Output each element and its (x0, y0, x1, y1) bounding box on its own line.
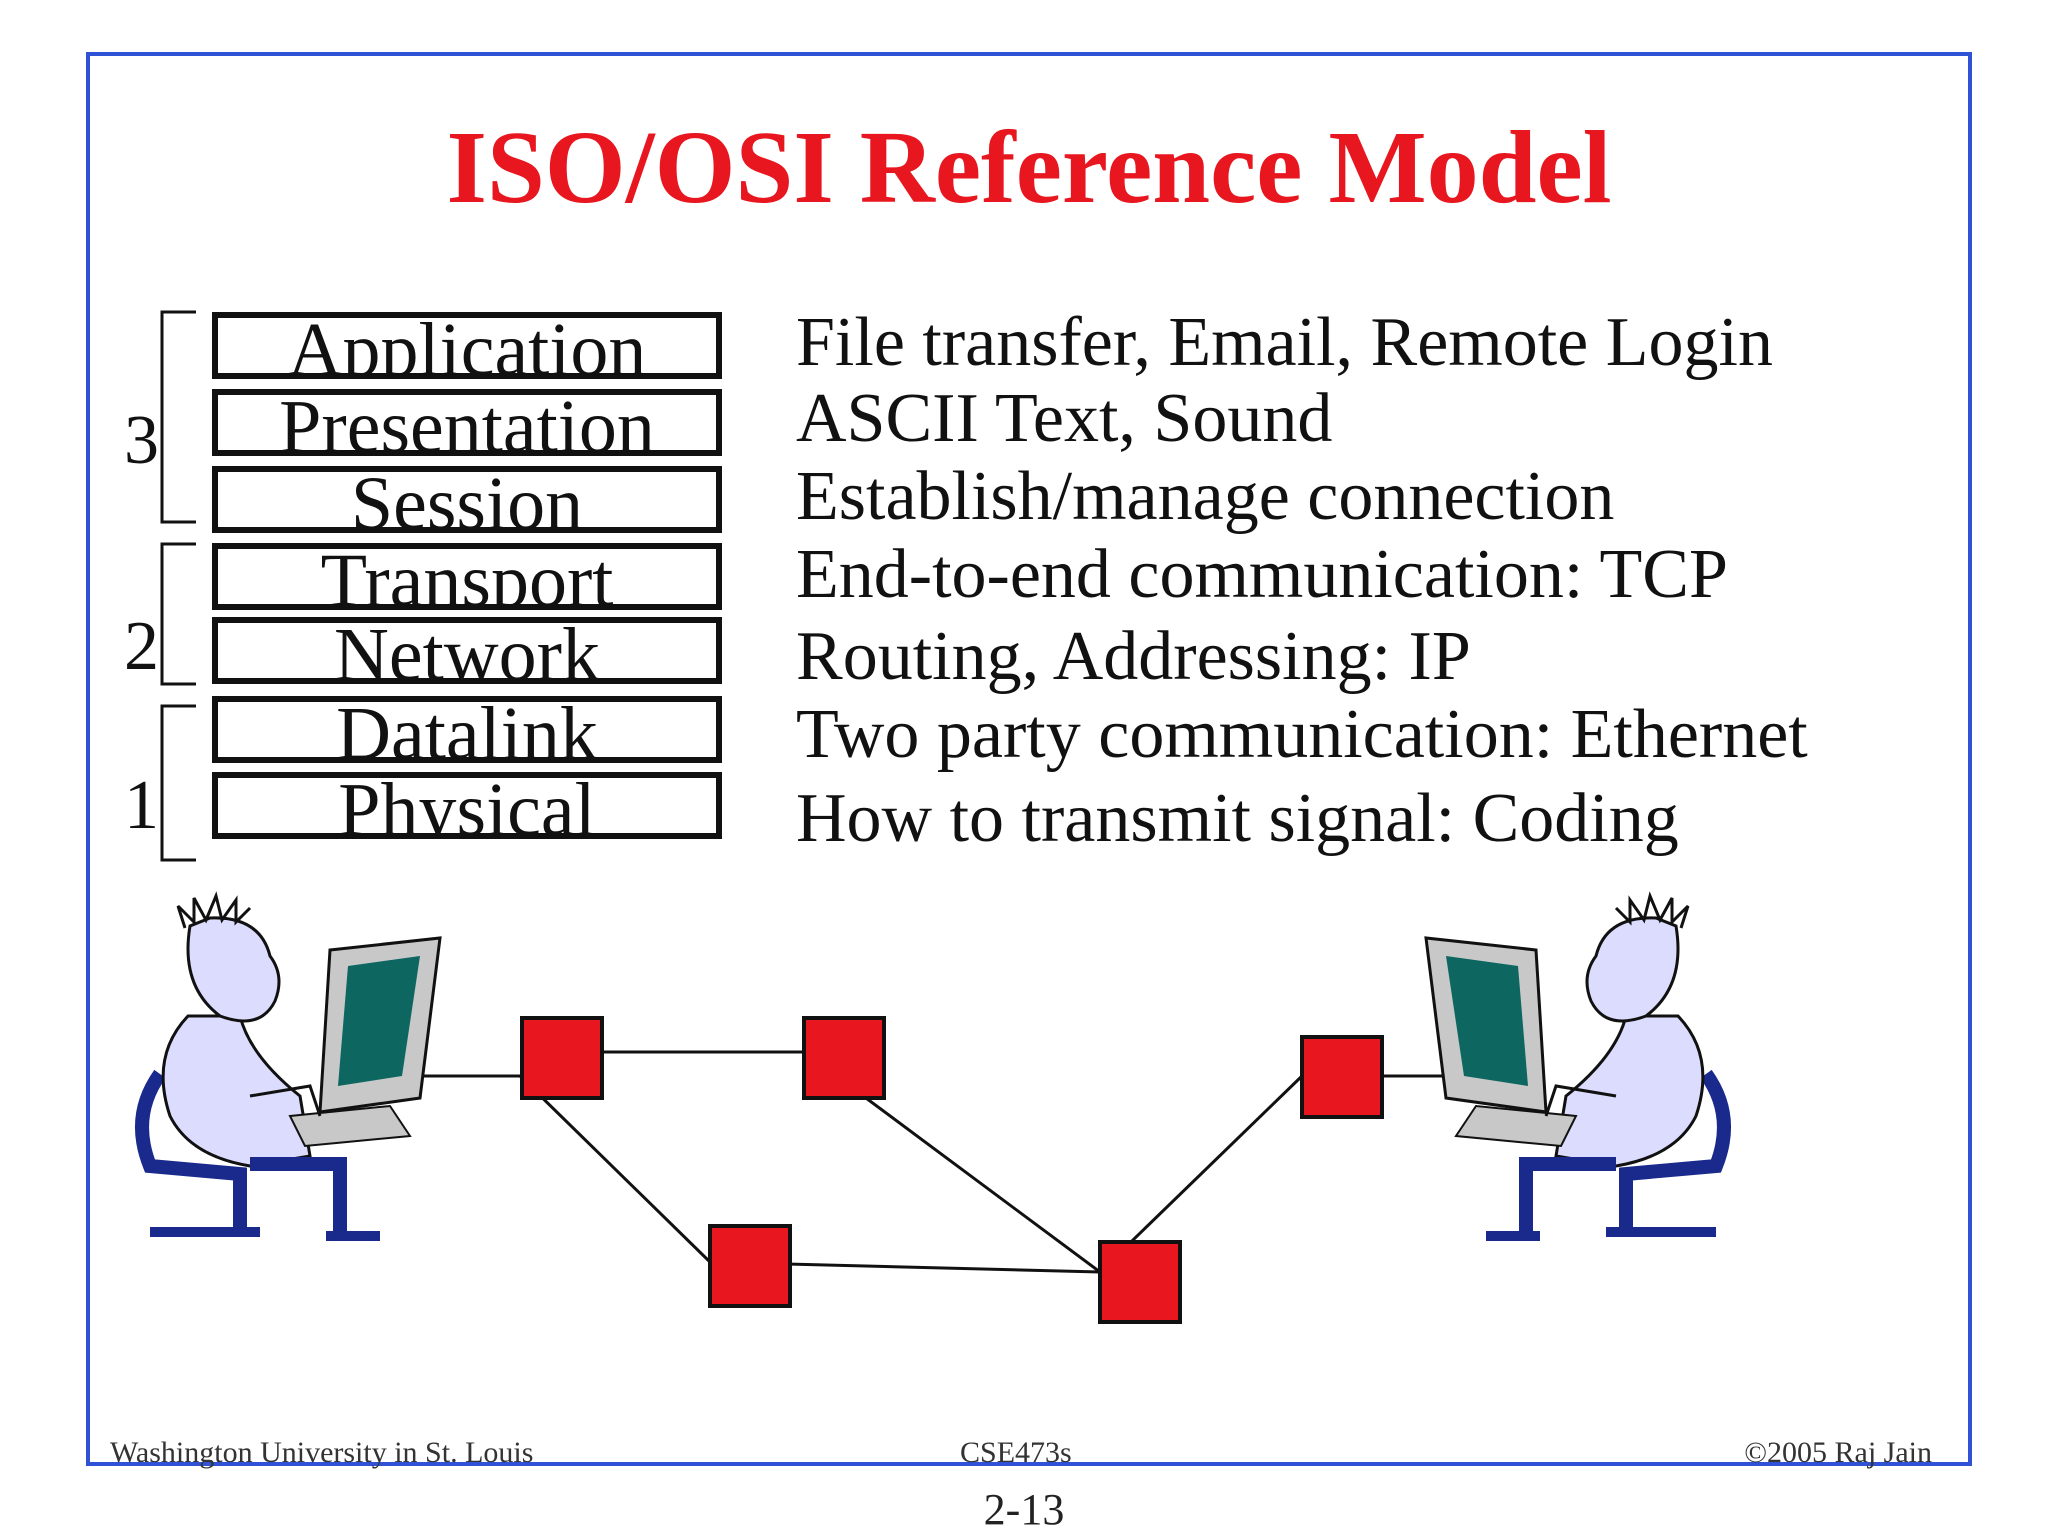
layer-application: Application (212, 312, 722, 379)
router-node-icon (520, 1016, 604, 1100)
person-at-computer-right-icon (1424, 891, 1731, 1241)
layer-datalink: Datalink (212, 696, 722, 763)
group-number-1: 1 (124, 767, 159, 844)
network-diagram (135, 891, 1731, 1324)
footer-course: CSE473s (960, 1436, 1072, 1469)
link-r5-r3 (1098, 1074, 1304, 1274)
desc-presentation: ASCII Text, Sound (796, 380, 1333, 457)
desc-session: Establish/manage connection (796, 458, 1615, 535)
desc-datalink: Two party communication: Ethernet (796, 696, 1808, 773)
link-r1-r4 (518, 1074, 712, 1264)
layer-presentation: Presentation (212, 389, 722, 456)
footer-institution: Washington University in St. Louis (110, 1436, 534, 1469)
router-node-icon (802, 1016, 886, 1100)
layer-network: Network (212, 617, 722, 684)
bracket-group-3 (160, 310, 196, 524)
footer-copyright: ©2005 Raj Jain (1744, 1436, 1932, 1469)
bracket-group-1 (160, 704, 196, 862)
router-node-icon (708, 1224, 792, 1308)
slide-frame: ISO/OSI Reference Model 3 2 1 Applicatio… (86, 52, 1972, 1469)
group-number-3: 3 (124, 402, 159, 479)
desc-transport: End-to-end communication: TCP (796, 536, 1728, 613)
desc-physical: How to transmit signal: Coding (796, 780, 1679, 857)
router-nodes (520, 1016, 1384, 1324)
desc-application: File transfer, Email, Remote Login (796, 304, 1773, 381)
desc-network: Routing, Addressing: IP (796, 618, 1471, 695)
router-node-icon (1098, 1240, 1182, 1324)
group-number-2: 2 (124, 608, 159, 685)
page-number: 2-13 (983, 1485, 1065, 1534)
layer-session: Session (212, 466, 722, 533)
layer-physical: Physical (212, 772, 722, 839)
slide-title: ISO/OSI Reference Model (446, 110, 1612, 225)
layer-brackets (160, 310, 196, 862)
person-at-computer-left-icon (135, 891, 442, 1241)
layer-transport: Transport (212, 543, 722, 610)
router-node-icon (1300, 1035, 1384, 1119)
bracket-group-2 (160, 542, 196, 686)
